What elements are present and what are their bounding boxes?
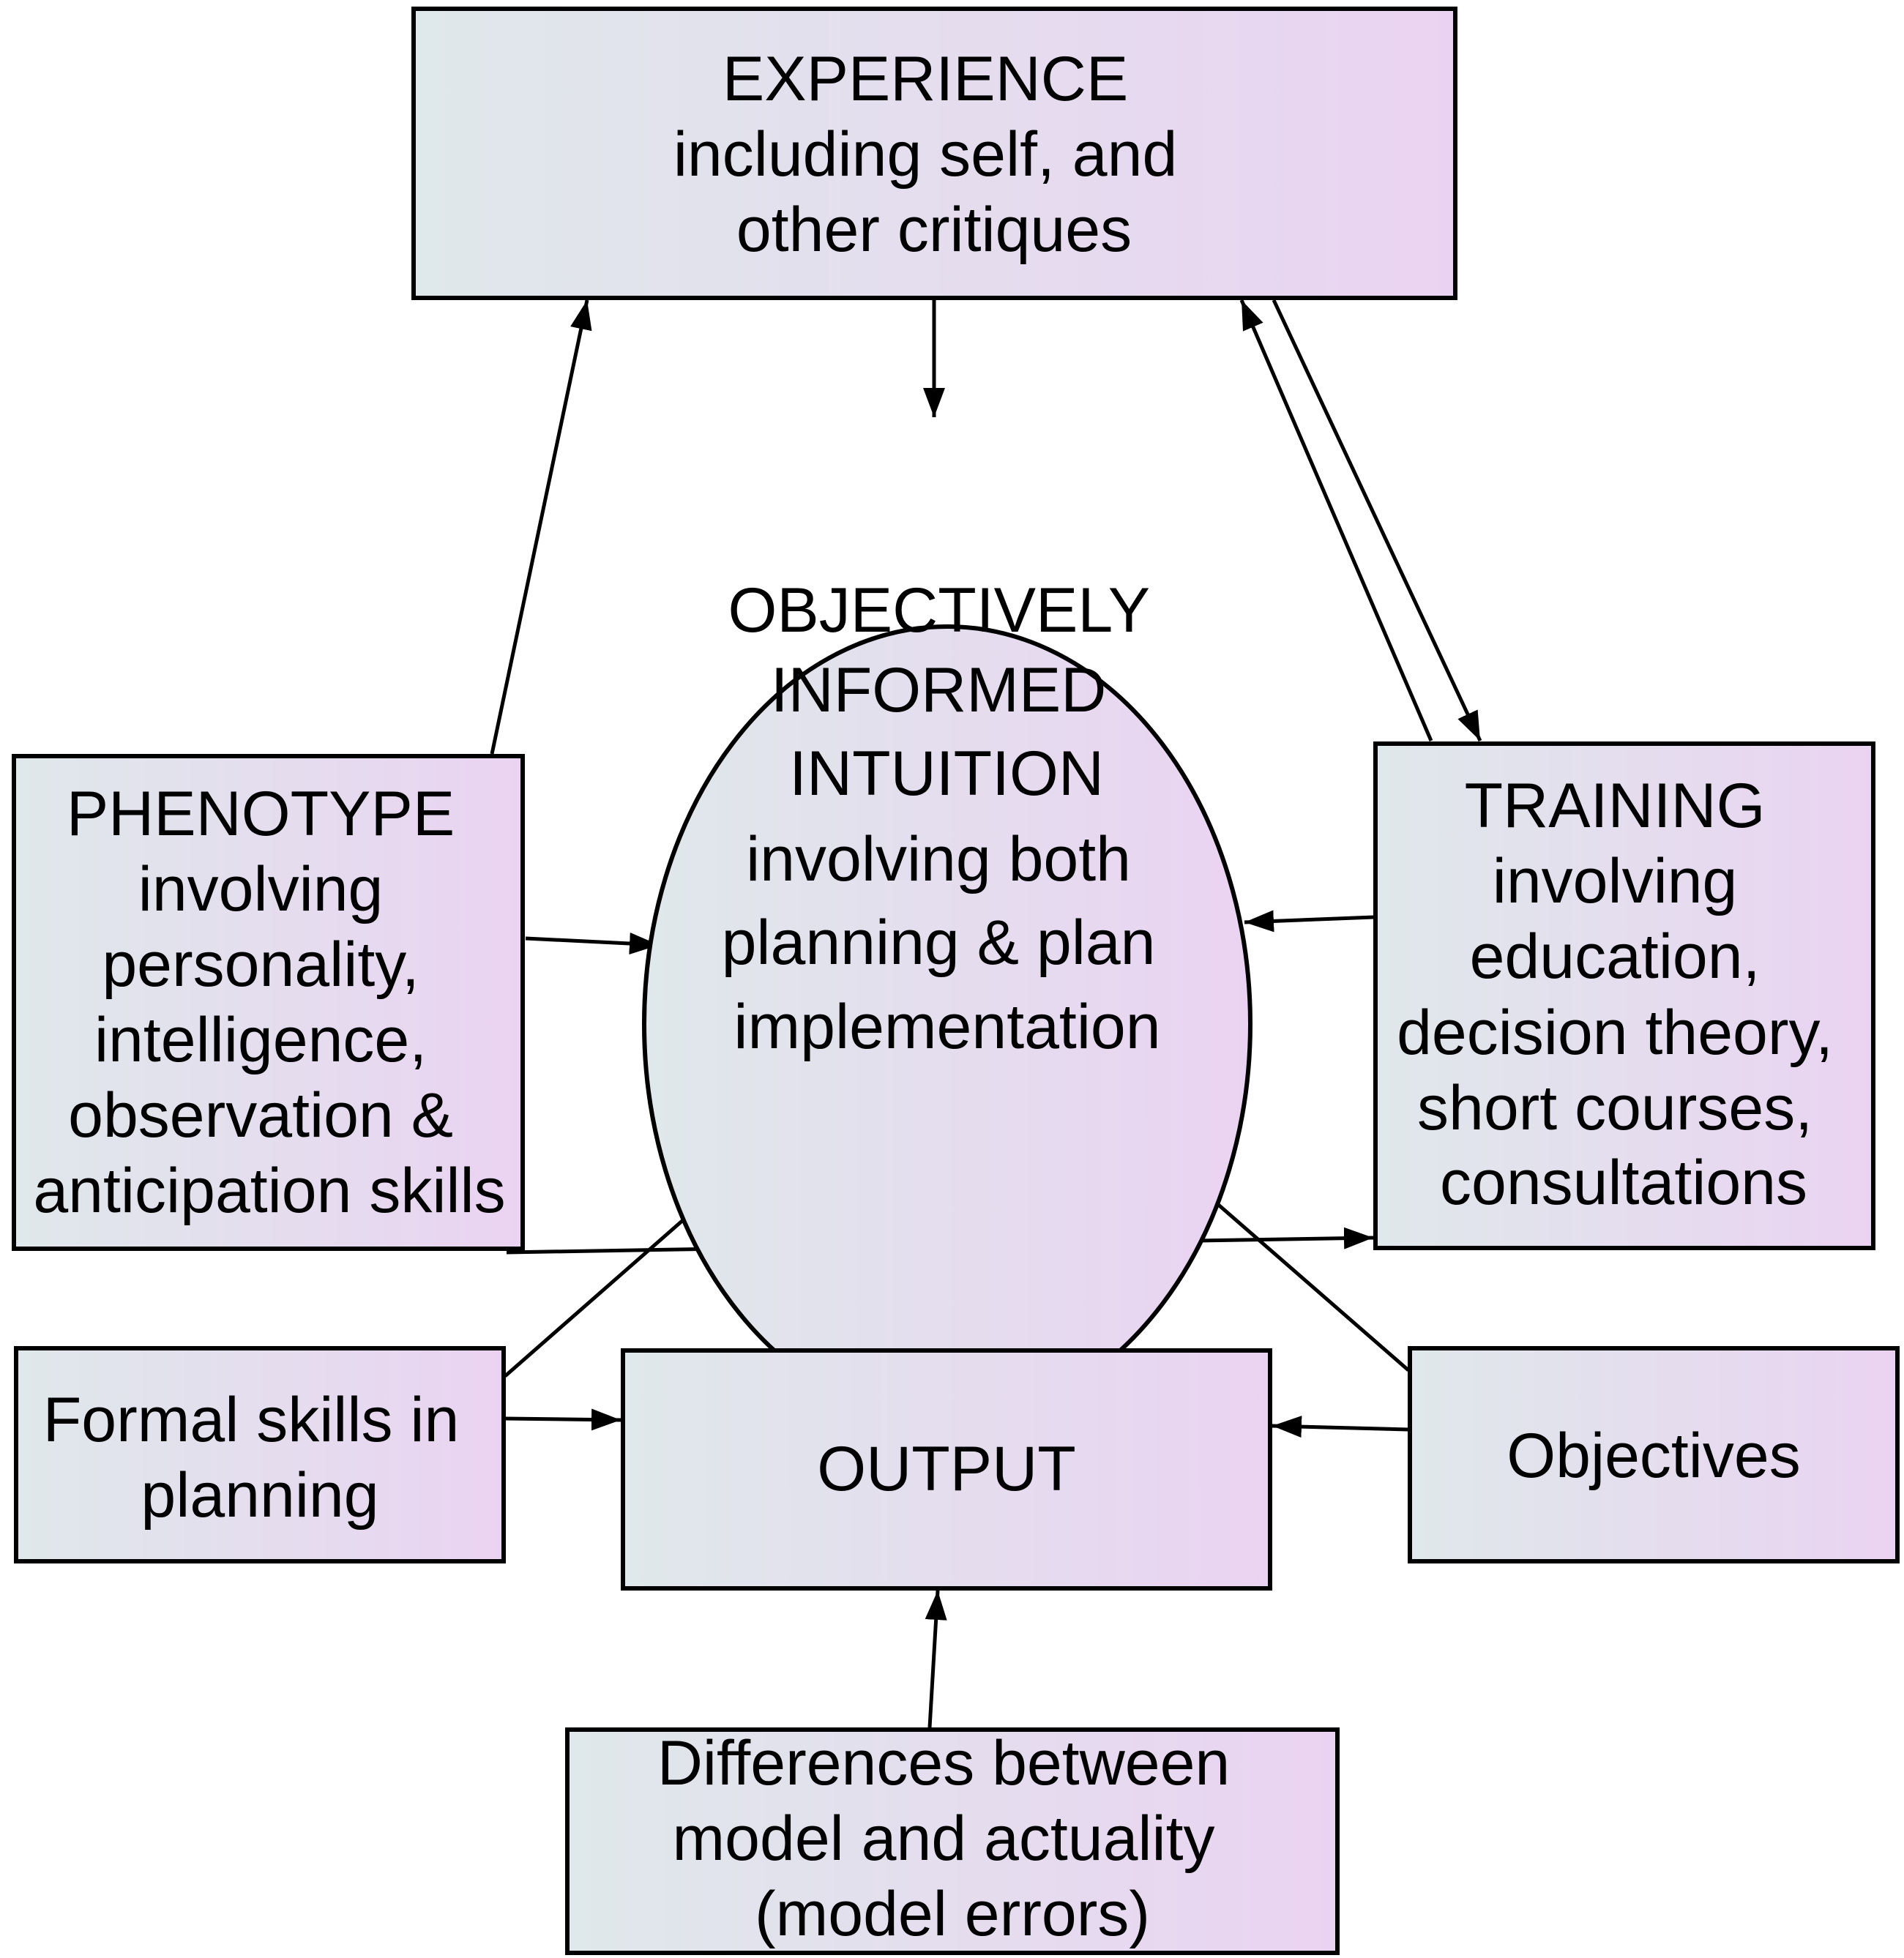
training-line: education,: [1470, 922, 1761, 992]
formal-skills-label: Formal skills in planning: [43, 1385, 477, 1531]
arrow-experience-to-training: [1272, 299, 1482, 742]
formal-skills-node: Formal skills in planning: [14, 1346, 506, 1563]
training-line: involving: [1493, 846, 1738, 916]
phenotype-line: anticipation skills: [33, 1156, 505, 1226]
intuition-title: INFORMED: [771, 655, 1107, 725]
differences-line: model and actuality: [673, 1804, 1215, 1874]
differences-node: Differences between model and actuality …: [565, 1727, 1340, 1955]
objectives-label: Objectives: [1507, 1421, 1801, 1491]
intuition-node: OBJECTIVELY INFORMED INTUITION involving…: [642, 575, 1252, 1424]
training-label: TRAINING involving education, decision t…: [1397, 771, 1851, 1218]
phenotype-line: intelligence,: [94, 1005, 427, 1075]
differences-box: [565, 1727, 1340, 1955]
output-label: OUTPUT: [817, 1434, 1076, 1504]
phenotype-label: PHENOTYPE involving personality, intelli…: [33, 779, 505, 1226]
phenotype-box: [12, 754, 525, 1251]
objectives-node: Objectives: [1408, 1346, 1900, 1563]
intuition-title: INTUITION: [789, 739, 1104, 809]
training-title: TRAINING: [1465, 771, 1766, 841]
experience-node: EXPERIENCE including self, and other cri…: [411, 7, 1457, 300]
objectives-box: [1408, 1346, 1900, 1563]
training-node: TRAINING involving education, decision t…: [1373, 741, 1875, 1250]
training-line: consultations: [1440, 1148, 1807, 1218]
training-line: decision theory,: [1397, 998, 1833, 1068]
arrow-training-to-experience: [1239, 299, 1433, 741]
output-node: OUTPUT: [621, 1348, 1272, 1591]
experience-line: other critiques: [736, 195, 1132, 265]
formal-skills-box: [14, 1346, 506, 1563]
arrow-phenotype-to-experience: [490, 299, 592, 755]
intuition-line: planning & plan: [722, 908, 1156, 978]
intuition-title: OBJECTIVELY: [728, 575, 1149, 646]
formal-skills-line: planning: [141, 1460, 378, 1531]
differences-label: Differences between model and actuality …: [657, 1728, 1247, 1949]
objectives-title: Objectives: [1507, 1421, 1801, 1491]
formal-skills-line: Formal skills in: [43, 1385, 460, 1455]
training-line: short courses,: [1417, 1073, 1812, 1143]
phenotype-node: PHENOTYPE involving personality, intelli…: [12, 754, 525, 1251]
output-title: OUTPUT: [817, 1434, 1076, 1504]
phenotype-line: observation &: [68, 1080, 453, 1151]
experience-box: [411, 7, 1457, 300]
intuition-line: implementation: [733, 992, 1160, 1062]
arrow-training-to-intuition: [1244, 910, 1375, 933]
phenotype-line: involving: [138, 854, 384, 924]
differences-line: (model errors): [755, 1879, 1150, 1949]
arrow-formal-skills-to-output: [504, 1408, 621, 1431]
phenotype-title: PHENOTYPE: [67, 779, 455, 849]
arrow-phenotype-to-intuition: [525, 933, 660, 955]
arrow-objectives-to-output: [1272, 1416, 1409, 1438]
arrow-differences-to-output: [925, 1590, 947, 1728]
experience-line: including self, and: [673, 119, 1177, 190]
experience-title: EXPERIENCE: [723, 44, 1128, 114]
training-box: [1373, 741, 1875, 1250]
intuition-line: involving both: [746, 824, 1131, 894]
output-box: [621, 1348, 1272, 1591]
phenotype-line: personality,: [102, 930, 419, 1000]
experience-label: EXPERIENCE including self, and other cri…: [673, 44, 1195, 265]
differences-line: Differences between: [657, 1728, 1230, 1798]
intuition-label: OBJECTIVELY INFORMED INTUITION involving…: [722, 575, 1173, 1062]
